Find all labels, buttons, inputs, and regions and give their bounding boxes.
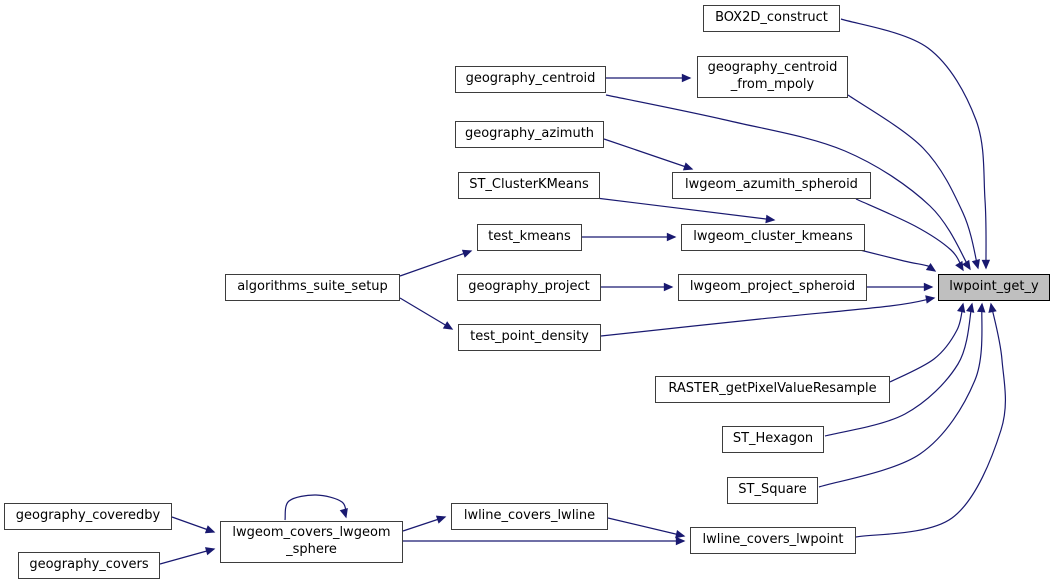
edge-geography-coveredby-to-lwgeom-covers-lwgeom-sphere [171,516,216,534]
edge-geography-azimuth-to-lwgeom-azumith-spheroid [603,138,694,171]
node-st-square[interactable]: ST_Square [727,477,818,504]
node-lwgeom-azumith-spheroid[interactable]: lwgeom_azumith_spheroid [672,172,871,199]
edge-test-point-density-to-lwpoint-get-y [600,295,936,337]
node-geography-project[interactable]: geography_project [457,274,601,301]
node-geography-covers[interactable]: geography_covers [18,552,160,579]
node-raster-getpixelvalueresample[interactable]: RASTER_getPixelValueResample [655,376,890,403]
node-algorithms-suite-setup[interactable]: algorithms_suite_setup [225,274,400,301]
edge-algorithms-suite-setup-to-test-point-density [399,297,454,330]
node-lwline-covers-lwline[interactable]: lwline_covers_lwline [451,503,608,530]
node-geography-azimuth[interactable]: geography_azimuth [455,121,604,148]
node-lwpoint-get-y: lwpoint_get_y [938,274,1050,301]
node-lwgeom-cluster-kmeans[interactable]: lwgeom_cluster_kmeans [681,224,865,251]
node-geography-centroid-from-mpoly[interactable]: geography_centroid _from_mpoly [697,56,848,98]
edge-lwgeom-covers-lwgeom-sphere-to-lwline-covers-lwline [402,515,447,532]
node-geography-coveredby[interactable]: geography_coveredby [4,503,172,530]
node-lwline-covers-lwpoint[interactable]: lwline_covers_lwpoint [690,527,856,554]
edge-lwline-covers-lwpoint-to-lwpoint-get-y [855,302,1006,538]
node-box2d-construct[interactable]: BOX2D_construct [703,5,840,32]
edge-lwline-covers-lwline-to-lwline-covers-lwpoint [607,517,686,539]
node-test-point-density[interactable]: test_point_density [458,324,601,351]
edge-geography-covers-to-lwgeom-covers-lwgeom-sphere [159,547,216,565]
node-st-hexagon[interactable]: ST_Hexagon [722,426,824,453]
edge-lwgeom-azumith-spheroid-to-lwpoint-get-y [855,198,964,272]
edge-algorithms-suite-setup-to-test-kmeans [399,249,473,277]
edge-lwgeom-cluster-kmeans-to-lwpoint-get-y [859,249,937,272]
node-test-kmeans[interactable]: test_kmeans [477,224,582,251]
edge-raster-getpixelvalueresample-to-lwpoint-get-y [889,302,966,383]
node-lwgeom-covers-lwgeom-sphere[interactable]: lwgeom_covers_lwgeom _sphere [220,521,403,563]
edge-st-hexagon-to-lwpoint-get-y [824,302,975,437]
edge-lwgeom-covers-lwgeom-sphere-to-lwgeom-covers-lwgeom-sphere [284,494,348,521]
node-st-clusterkmeans[interactable]: ST_ClusterKMeans [458,172,600,199]
node-lwgeom-project-spheroid[interactable]: lwgeom_project_spheroid [678,274,867,301]
node-geography-centroid[interactable]: geography_centroid [455,66,606,93]
edge-st-clusterkmeans-to-lwgeom-cluster-kmeans [595,197,776,224]
